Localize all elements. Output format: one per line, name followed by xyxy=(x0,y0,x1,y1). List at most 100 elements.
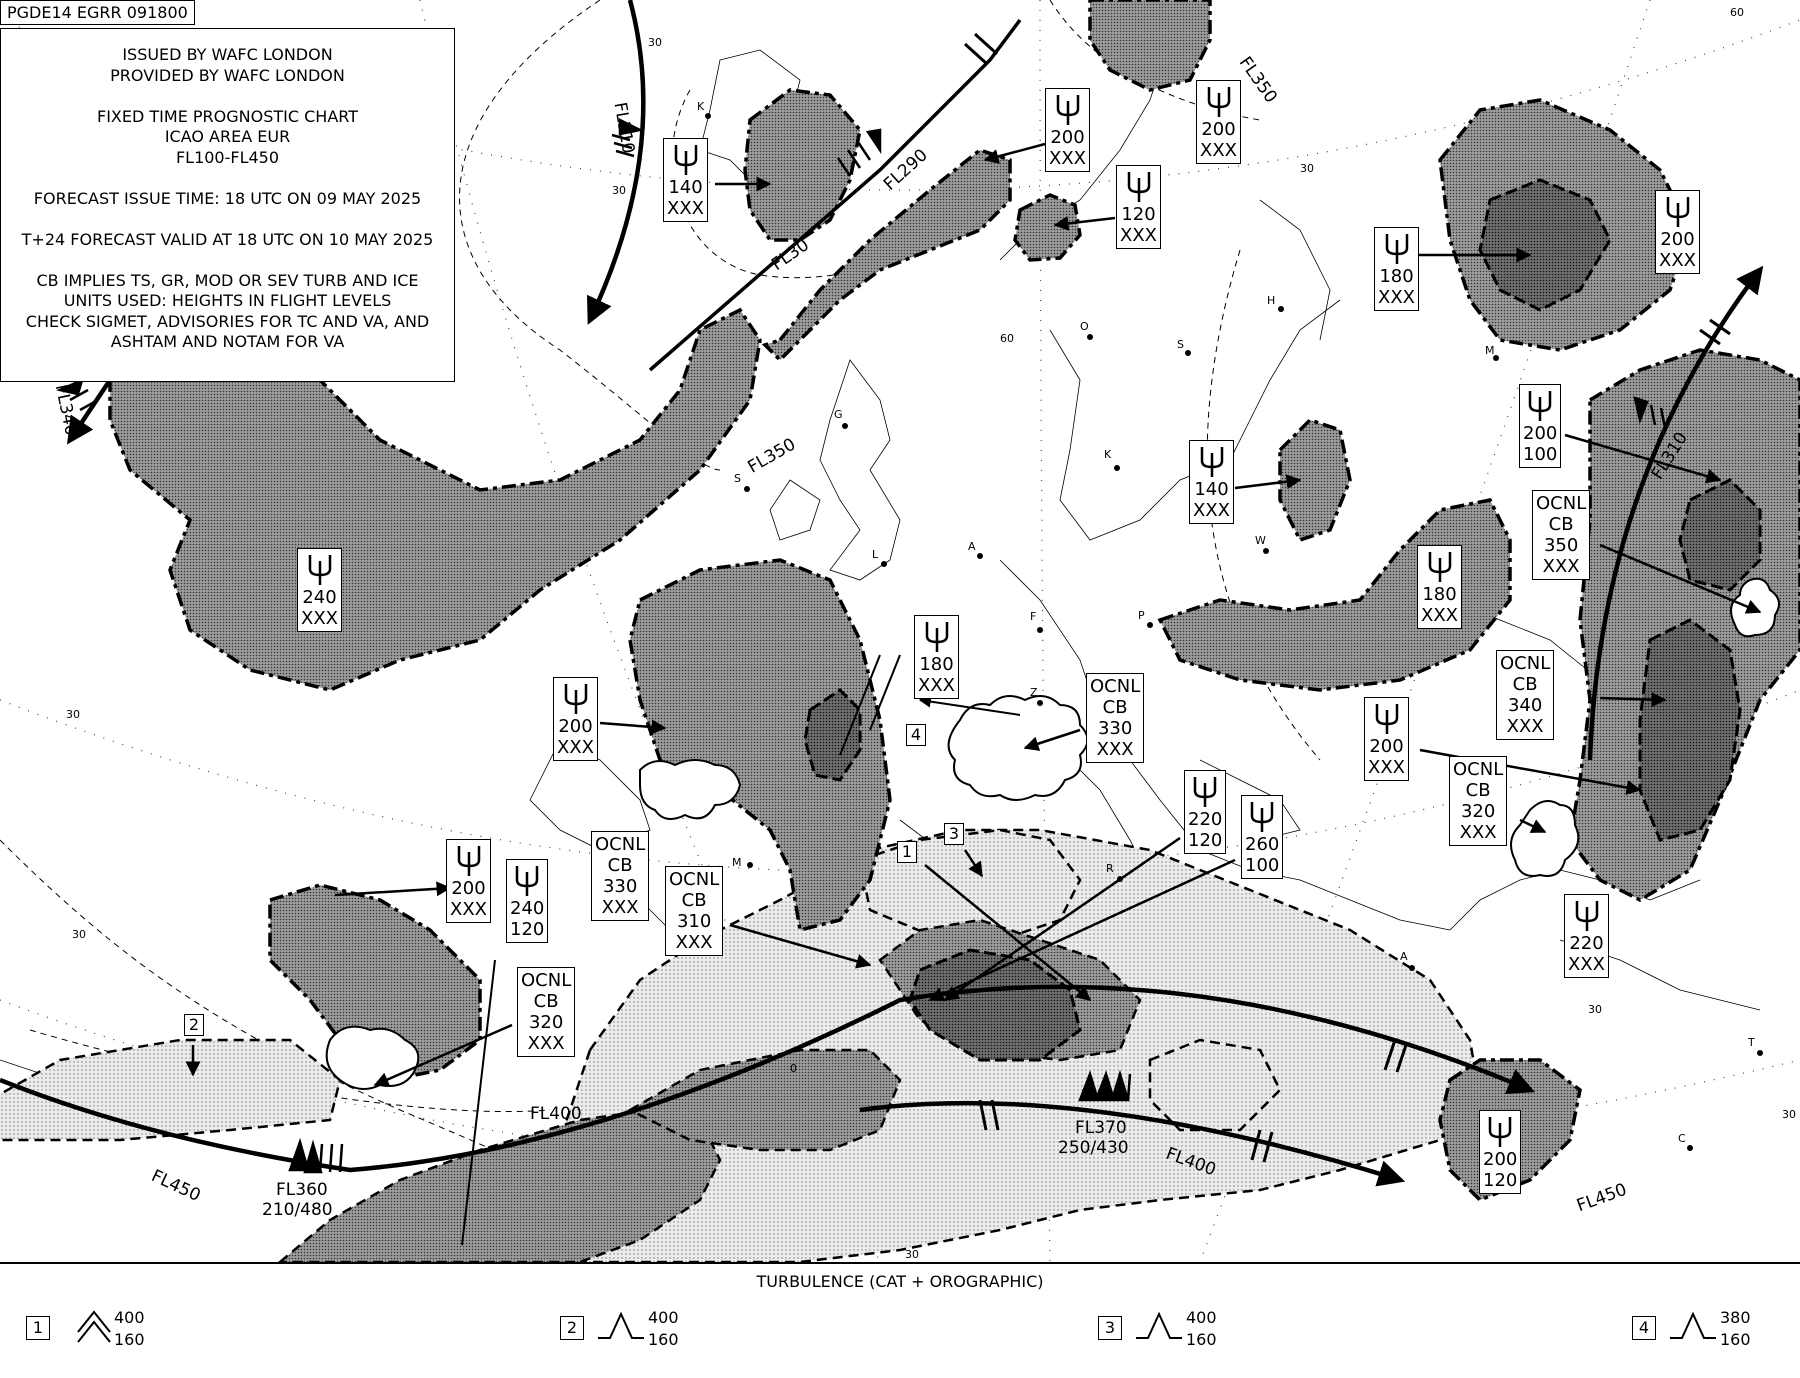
ocnl-line: CB xyxy=(1465,780,1491,801)
cb-top: 220 xyxy=(1188,809,1223,830)
ocnl-line: CB xyxy=(533,991,559,1012)
info-line xyxy=(1,168,454,189)
info-line: UNITS USED: HEIGHTS IN FLIGHT LEVELS xyxy=(63,291,392,310)
legend-number: 1 xyxy=(26,1316,50,1340)
jet-streams xyxy=(0,0,1764,1187)
city-label: W xyxy=(1255,534,1266,547)
cb-symbol-icon xyxy=(1207,87,1230,117)
cb-symbol-icon xyxy=(1428,552,1451,582)
ocnl-line: 330 xyxy=(602,876,638,897)
tropopause-label: FL400 xyxy=(530,1104,582,1124)
cb-top: 260 xyxy=(1245,834,1280,855)
ocnl-line: XXX xyxy=(1096,739,1134,760)
grid-label: 60 xyxy=(1000,332,1014,345)
city-label: S xyxy=(1177,338,1184,351)
cb-top: 220 xyxy=(1569,933,1604,954)
info-line: CHECK SIGMET, ADVISORIES FOR TC AND VA, … xyxy=(25,311,430,331)
turbulence-marker: 3 xyxy=(944,823,964,845)
cb-top: 200 xyxy=(1369,736,1404,757)
legend-top: 400 xyxy=(114,1308,145,1327)
turbulence-marker: 2 xyxy=(184,1014,204,1036)
cb-base: XXX xyxy=(1368,757,1405,778)
cb-symbol-icon xyxy=(457,846,480,876)
info-line: PROVIDED BY WAFC LONDON xyxy=(110,65,345,85)
cb-symbol-icon xyxy=(1375,704,1398,734)
cb-base: XXX xyxy=(301,608,338,629)
cb-top: 180 xyxy=(919,654,954,675)
hat-icon xyxy=(1670,1311,1716,1339)
ocnl-line: XXX xyxy=(1506,716,1544,737)
turbulence-marker: 4 xyxy=(906,724,926,746)
cb-symbol-icon xyxy=(1127,172,1150,202)
cb-top: 140 xyxy=(668,177,703,198)
info-line: T+24 FORECAST VALID AT 18 UTC ON 10 MAY … xyxy=(21,229,434,249)
city-dots xyxy=(705,113,1763,1151)
cb-base: 120 xyxy=(510,919,545,940)
cb-top: 180 xyxy=(1422,584,1457,605)
ocnl-line: XXX xyxy=(1459,822,1497,843)
double-hat-icon xyxy=(77,1310,111,1343)
cb-symbol-icon xyxy=(1488,1117,1512,1147)
cb-symbol-icon xyxy=(515,866,539,896)
cb-base: XXX xyxy=(1568,954,1605,975)
grid-label: 30 xyxy=(1782,1108,1796,1121)
cb-base: 100 xyxy=(1245,855,1280,876)
cb-base: XXX xyxy=(1120,225,1157,246)
ocnl-line: OCNL xyxy=(1500,653,1551,674)
legend-top: 400 xyxy=(1186,1308,1217,1327)
legend-number: 3 xyxy=(1098,1316,1122,1340)
ocnl-line: 340 xyxy=(1507,695,1543,716)
city-label: P xyxy=(1138,609,1145,622)
ocnl-line: XXX xyxy=(1542,556,1580,577)
cb-base: 100 xyxy=(1523,444,1558,465)
cb-base: XXX xyxy=(918,675,955,696)
city-label: A xyxy=(1400,950,1408,963)
cb-base: XXX xyxy=(450,899,487,920)
ocnl-line: OCNL xyxy=(1536,493,1587,514)
legend-base: 160 xyxy=(648,1330,679,1349)
cb-top: 240 xyxy=(510,898,545,919)
ocnl-line: OCNL xyxy=(1090,676,1141,697)
city-label: F xyxy=(1030,610,1037,623)
ocnl-line: CB xyxy=(1512,674,1538,695)
turbulence-areas xyxy=(0,828,1482,1262)
cb-top: 200 xyxy=(1483,1149,1518,1170)
cb-base: XXX xyxy=(1193,500,1230,521)
cb-base: XXX xyxy=(1421,605,1458,626)
ocnl-line: 330 xyxy=(1097,718,1133,739)
legend-top: 380 xyxy=(1720,1308,1751,1327)
legend-base: 160 xyxy=(1720,1330,1751,1349)
cb-symbol-icon xyxy=(1056,95,1079,125)
cb-top: 200 xyxy=(1050,127,1085,148)
info-line: ASHTAM AND NOTAM FOR VA xyxy=(110,332,345,351)
grid-label: 30 xyxy=(648,36,662,49)
city-label: M xyxy=(732,856,742,869)
cb-base: XXX xyxy=(1200,140,1237,161)
info-line xyxy=(1,209,454,230)
city-label: R xyxy=(1106,862,1114,875)
cb-top: 120 xyxy=(1121,204,1156,225)
turbulence-marker: 1 xyxy=(897,841,917,863)
city-label: L xyxy=(872,548,879,561)
city-label: K xyxy=(697,100,705,113)
info-line xyxy=(1,86,454,107)
cb-symbol-icon xyxy=(674,145,697,175)
info-line xyxy=(1,250,454,271)
ocnl-line: 320 xyxy=(1460,801,1496,822)
cb-symbol-icon xyxy=(564,684,587,714)
grid-label: 30 xyxy=(72,928,86,941)
